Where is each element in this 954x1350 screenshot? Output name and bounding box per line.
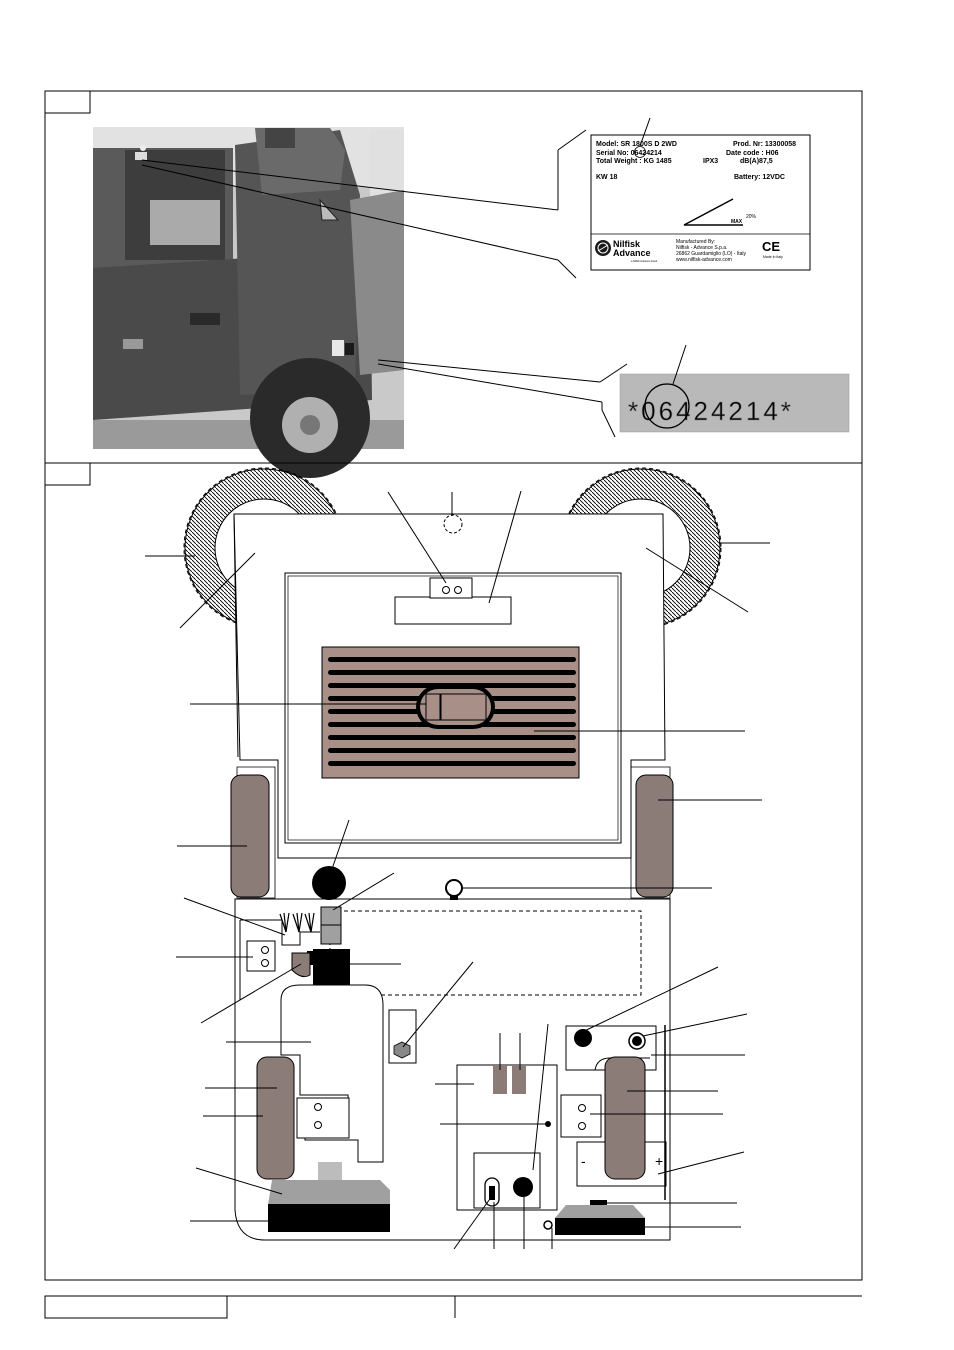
nameplate-weight: Total Weight : KG 1485 [596, 158, 672, 165]
stamp-highlight-circle [644, 383, 690, 429]
serial-highlight-circle [634, 146, 646, 158]
nameplate-db: dB(A)87,5 [740, 158, 773, 165]
brand-line2: Advance [613, 248, 651, 258]
nameplate-battery: Battery: 12VDC [734, 174, 785, 181]
footer-box [44, 1295, 228, 1319]
nameplate-ipx: IPX3 [703, 158, 718, 165]
mfr-web: www.nilfisk-advance.com [676, 257, 732, 263]
nameplate-prod: Prod. Nr: 13300058 [733, 141, 796, 148]
figure-2-number-box [44, 462, 91, 486]
machine-photo [93, 127, 404, 478]
slope-pct: 20% [746, 214, 757, 220]
steering-knob [312, 866, 346, 900]
stamped-serial: *06424214* [628, 396, 794, 426]
rear-left-wheel [256, 1056, 295, 1180]
nameplate-model: Model: SR 1800S D 2WD [596, 141, 677, 148]
page-footer [44, 1295, 862, 1319]
filter-panel [321, 646, 580, 779]
nameplate: Model: SR 1800S D 2WD Prod. Nr: 13300058… [590, 117, 811, 271]
brand-logo: Nilfisk Advance a Nilfisk Advance brand [595, 239, 658, 263]
rear-right-wheel [604, 1056, 646, 1180]
front-left-wheel [230, 766, 276, 899]
made-in: Made in Italy [763, 255, 783, 259]
battery-minus: - [581, 1153, 586, 1169]
tow-ring [445, 879, 463, 897]
figure-1: Model: SR 1800S D 2WD Prod. Nr: 13300058… [44, 90, 863, 478]
battery-plus: + [655, 1153, 663, 1169]
mfr-name: Nilfisk - Advance S.p.a. [676, 245, 727, 251]
ce-mark: CE [762, 239, 780, 254]
slope-icon: MAX 20% [683, 198, 757, 226]
mfr-address: 26862 Guardamiglio (LO) - Italy [676, 251, 747, 257]
mfr-title: Manufactured By: [676, 239, 715, 245]
nameplate-date-code: Date code : H06 [726, 150, 779, 157]
callout-lines [145, 490, 770, 1250]
brand-line1: Nilfisk [613, 239, 641, 249]
nameplate-kw: KW 18 [596, 174, 618, 181]
brand-tag: a Nilfisk Advance brand [631, 260, 658, 263]
brush-bristle-icon [279, 912, 315, 933]
front-right-wheel [630, 766, 674, 899]
figure-2: - + [44, 462, 863, 1281]
slope-max: MAX [731, 219, 743, 225]
figure-1-number-box [44, 90, 91, 114]
stamped-serial-plate: *06424214* [619, 344, 850, 433]
nameplate-serial: Serial No: 06424214 [596, 150, 662, 157]
rear-chassis: - + [234, 866, 671, 1241]
